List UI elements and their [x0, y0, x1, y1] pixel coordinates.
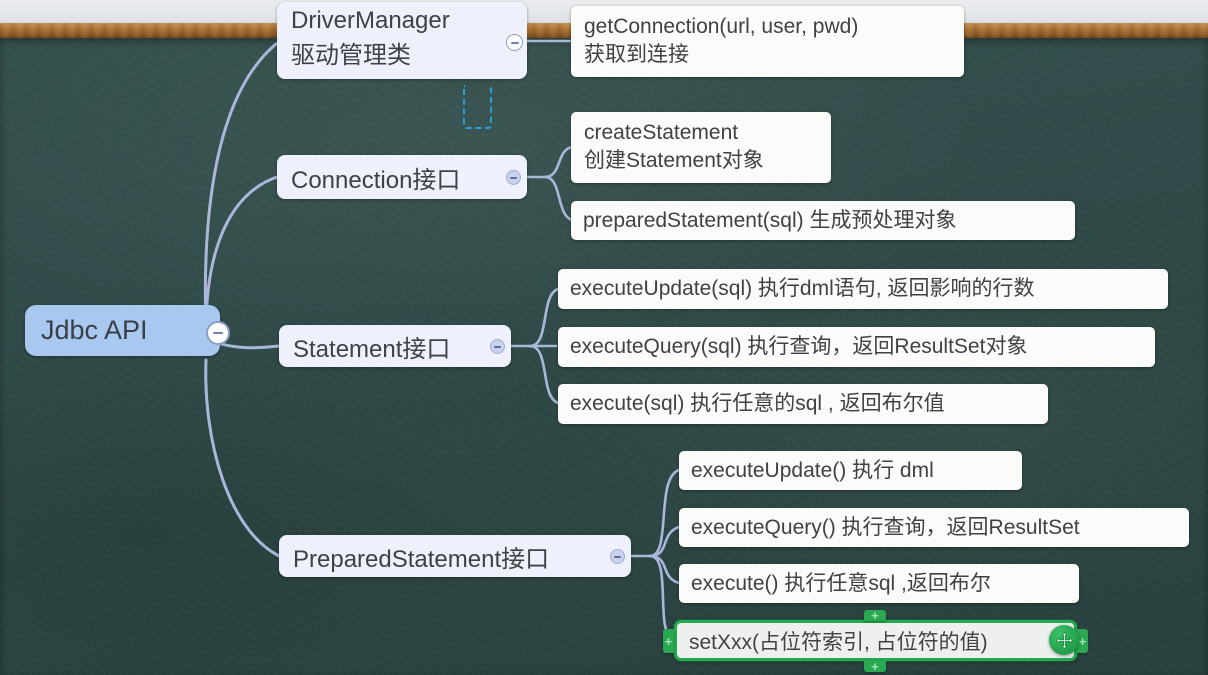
node-ps-executeupdate-label: executeUpdate() 执行 dml [691, 458, 934, 482]
collapse-minus-icon-root[interactable] [206, 321, 230, 345]
node-statement-label: Statement接口 [293, 335, 451, 363]
collapse-minus-icon-connection[interactable] [506, 170, 521, 185]
node-stmt-execute[interactable]: execute(sql) 执行任意的sql , 返回布尔值 [558, 384, 1048, 424]
collapse-minus-icon-preparedstatement[interactable] [610, 549, 625, 564]
move-arrows-icon[interactable] [1049, 625, 1079, 655]
node-stmt-executeupdate[interactable]: executeUpdate(sql) 执行dml语句, 返回影响的行数 [558, 269, 1168, 309]
node-stmt-executequery-label: executeQuery(sql) 执行查询，返回ResultSet对象 [570, 335, 1028, 359]
node-createstatement[interactable]: createStatement 创建Statement对象 [571, 112, 831, 183]
add-sibling-handle-bottom-label: + [871, 659, 879, 674]
node-getconnection[interactable]: getConnection(url, user, pwd) 获取到连接 [571, 6, 964, 77]
node-root-label: Jdbc API [41, 315, 148, 345]
node-getconnection-line2: 获取到连接 [584, 42, 689, 66]
node-connection-label: Connection接口 [291, 166, 461, 194]
node-stmt-execute-label: execute(sql) 执行任意的sql , 返回布尔值 [570, 392, 945, 416]
node-createstatement-line1: createStatement [584, 121, 739, 144]
node-drivermanager-label-line2: 驱动管理类 [291, 42, 411, 69]
add-parent-handle-left-label: + [664, 633, 673, 649]
add-sibling-handle-top[interactable]: + [864, 608, 886, 623]
node-stmt-executequery[interactable]: executeQuery(sql) 执行查询，返回ResultSet对象 [558, 327, 1155, 367]
node-ps-executequery[interactable]: executeQuery() 执行查询，返回ResultSet [679, 508, 1189, 547]
node-root-jdbc-api[interactable]: Jdbc API [25, 305, 230, 356]
node-getconnection-line1: getConnection(url, user, pwd) [584, 15, 859, 38]
drop-target-indicator [463, 85, 492, 129]
add-child-handle-right[interactable]: + [1077, 629, 1088, 653]
node-ps-setxxx[interactable]: setXxx(占位符索引, 占位符的值) [674, 620, 1077, 661]
node-preparedstatement-label: PreparedStatement接口 [293, 545, 550, 573]
node-ps-executeupdate[interactable]: executeUpdate() 执行 dml [679, 451, 1022, 490]
collapse-minus-icon-drivermanager[interactable] [506, 34, 523, 51]
node-ps-execute[interactable]: execute() 执行任意sql ,返回布尔 [679, 564, 1079, 603]
node-createstatement-line2: 创建Statement对象 [584, 148, 764, 172]
node-preparedstatement-sql[interactable]: preparedStatement(sql) 生成预处理对象 [571, 201, 1075, 240]
add-sibling-handle-top-label: + [871, 608, 879, 623]
node-ps-executequery-label: executeQuery() 执行查询，返回ResultSet [691, 515, 1080, 539]
add-sibling-handle-bottom[interactable]: + [864, 659, 886, 674]
add-parent-handle-left[interactable]: + [663, 629, 674, 653]
node-connection[interactable]: Connection接口 [277, 155, 527, 199]
node-statement[interactable]: Statement接口 [279, 325, 511, 367]
node-drivermanager-label-line1: DriverManager [291, 7, 450, 34]
node-preparedstatement-sql-label: preparedStatement(sql) 生成预处理对象 [583, 208, 957, 232]
add-child-handle-right-label: + [1078, 633, 1087, 649]
node-ps-execute-label: execute() 执行任意sql ,返回布尔 [691, 571, 991, 595]
node-drivermanager[interactable]: DriverManager 驱动管理类 [277, 2, 527, 79]
node-ps-setxxx-label: setXxx(占位符索引, 占位符的值) [689, 630, 988, 654]
node-preparedstatement[interactable]: PreparedStatement接口 [279, 535, 631, 577]
collapse-minus-icon-statement[interactable] [490, 339, 505, 354]
node-stmt-executeupdate-label: executeUpdate(sql) 执行dml语句, 返回影响的行数 [570, 277, 1035, 301]
